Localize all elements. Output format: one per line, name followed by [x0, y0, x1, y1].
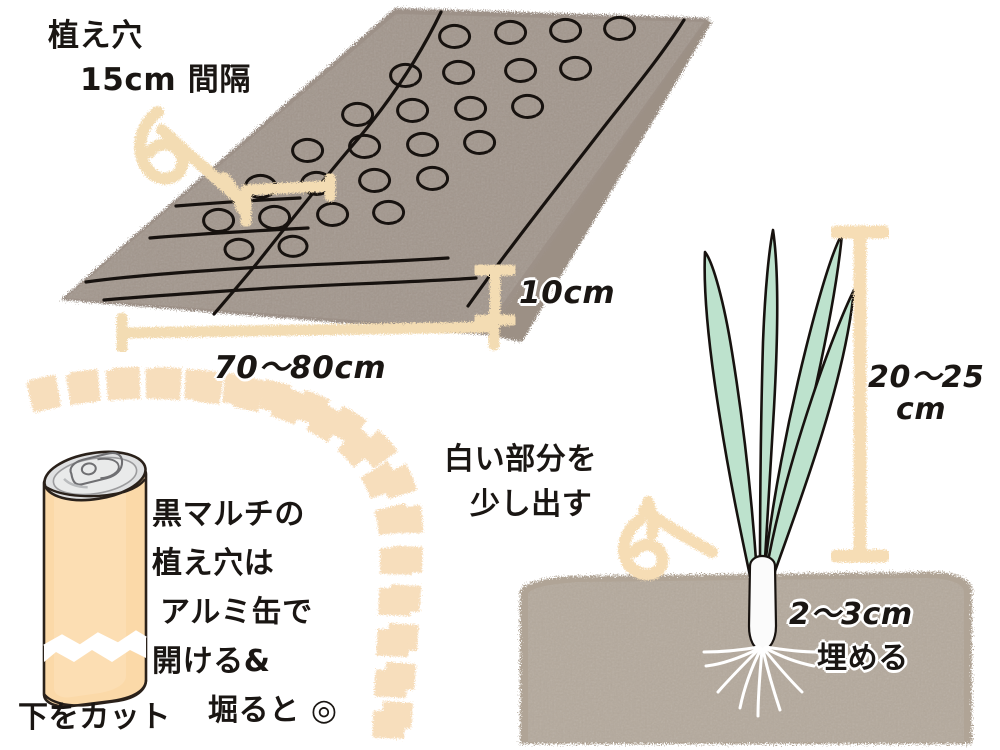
label-seedling-height: 20～25: [868, 360, 985, 395]
label-white-part-line1: 白い部分を: [444, 442, 597, 477]
label-cut-bottom: 下をカット: [18, 700, 171, 735]
can-note-line1: 黒マルチの: [152, 497, 305, 532]
label-planting-hole: 植え穴: [48, 18, 143, 54]
label-seedling-height-unit: cm: [896, 392, 947, 427]
can-note-line5: 堀ると ◎: [208, 693, 338, 728]
label-planting-depth-action: 埋める: [817, 641, 909, 676]
aluminum-can: [42, 450, 148, 708]
height-bracket-20-25cm: [829, 225, 891, 563]
label-hole-spacing: 15cm 間隔: [80, 62, 251, 98]
can-pull-tab-icon: [63, 451, 124, 489]
curly-arrow-icon-bed: [134, 106, 248, 214]
curly-arrow-icon-seedling: [618, 496, 718, 581]
can-note-line4: 開ける&: [152, 644, 271, 679]
label-bed-width: 70～80cm: [214, 350, 387, 386]
onion-roots: [702, 645, 820, 718]
decorative-dashed-arc: [26, 366, 424, 743]
label-planting-depth: 2～3cm: [789, 597, 913, 632]
can-note-line2: 植え穴は: [152, 546, 275, 581]
planting-holes: [202, 15, 637, 261]
label-white-part-line2: 少し出す: [470, 487, 593, 522]
bed-right-panel: [487, 20, 712, 342]
can-note-line3: アルミ缶で: [160, 595, 313, 630]
height-bracket-10cm: [472, 264, 518, 328]
raised-bed-group: [60, 8, 712, 354]
onion-leaves: [703, 228, 856, 578]
label-bed-height: 10cm: [519, 275, 616, 311]
